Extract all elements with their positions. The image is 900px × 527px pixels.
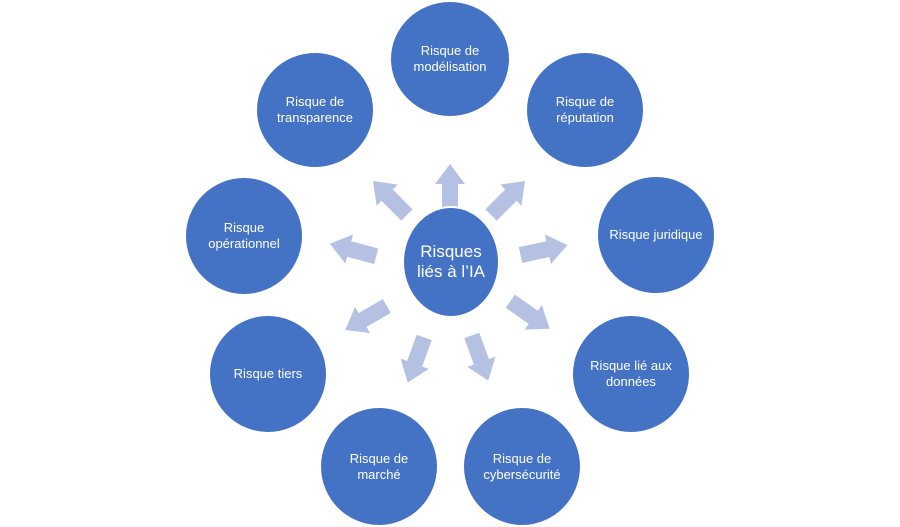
arrow-6 [345,299,391,333]
center-label: Risques liés à l’IA [416,242,486,281]
risk-label: Risque opérationnel [208,220,280,251]
risk-node-operationnel: Risque opérationnel [184,176,304,296]
arrow-7 [329,234,379,264]
risk-node-donnees: Risque lié aux données [571,314,691,434]
arrow-2 [518,234,568,264]
risk-node-cybersecurite: Risque de cybersécurité [462,406,582,527]
risk-label: Risque juridique [609,227,703,242]
center-node: Risques liés à l’IA [402,206,500,318]
risk-node-marche: Risque de marché [319,406,439,527]
risk-label: Risque de réputation [555,94,615,125]
risk-label: Risque de modélisation [413,43,487,74]
risk-node-transparence: Risque de transparence [255,51,375,169]
arrow-8 [373,181,413,221]
risk-node-modelisation: Risque de modélisation [389,0,511,118]
risk-label: Risque de marché [349,450,409,482]
risk-node-reputation: Risque de réputation [525,51,645,169]
arrow-5 [400,334,432,383]
arrow-4 [464,332,496,381]
risk-label: Risque de cybersécurité [483,450,561,482]
risk-label: Risque de transparence [277,94,353,125]
risk-node-tiers: Risque tiers [208,314,328,434]
arrow-1 [485,181,525,221]
risk-node-juridique: Risque juridique [596,175,716,295]
arrow-3 [505,294,550,330]
risk-label: Risque tiers [233,366,303,381]
risk-label: Risque lié aux données [590,358,672,389]
arrow-0 [435,164,465,212]
